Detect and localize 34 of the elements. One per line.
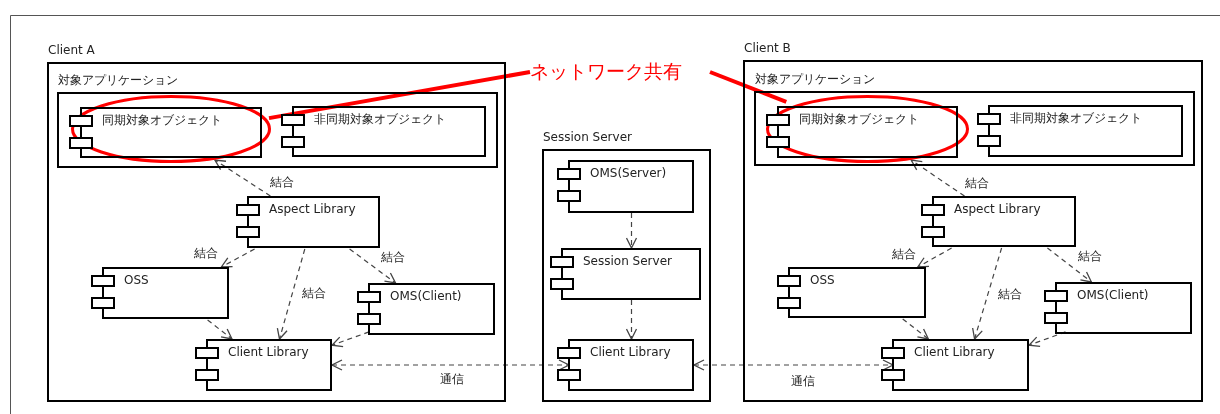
leader-line xyxy=(709,70,788,104)
dependency-arrow xyxy=(1046,247,1093,283)
dependency-arrow xyxy=(910,159,966,197)
dependency-arrow xyxy=(902,318,930,340)
container-label: Client B xyxy=(744,41,791,55)
dependency-arrow xyxy=(349,248,397,284)
dependency-arrow xyxy=(214,159,271,197)
edge-label: 結合 xyxy=(268,175,295,189)
edge-label: 結合 xyxy=(997,286,1024,301)
dependency-arrow xyxy=(972,247,1003,340)
dependency-arrow xyxy=(625,299,638,340)
container-label: 対象アプリケーション xyxy=(58,73,178,87)
edge-label: 結合 xyxy=(193,246,219,260)
highlight-ellipse xyxy=(766,95,969,163)
edge-label: 結合 xyxy=(301,286,328,300)
dependency-arrow xyxy=(331,359,570,371)
container-label: 対象アプリケーション xyxy=(755,72,875,86)
edge-label: 結合 xyxy=(1077,249,1104,263)
dependency-arrow xyxy=(693,359,894,371)
edge-label: 通信 xyxy=(789,374,816,388)
edge-label: 結合 xyxy=(379,250,406,264)
edge-label: 結合 xyxy=(963,176,990,191)
container-label: Session Server xyxy=(543,130,632,144)
dependency-arrow xyxy=(276,248,306,340)
callout-text: ネットワーク共有 xyxy=(530,58,710,86)
edge-label: 通信 xyxy=(438,372,465,386)
highlight-ellipse xyxy=(71,95,271,163)
dependency-arrow xyxy=(917,247,953,268)
container-label: Client A xyxy=(48,43,95,57)
dependency-arrow xyxy=(207,319,233,340)
dependency-arrow xyxy=(625,212,638,249)
edge-label: 結合 xyxy=(890,246,917,261)
dependency-arrow xyxy=(331,331,370,348)
dependency-arrow xyxy=(220,248,256,268)
